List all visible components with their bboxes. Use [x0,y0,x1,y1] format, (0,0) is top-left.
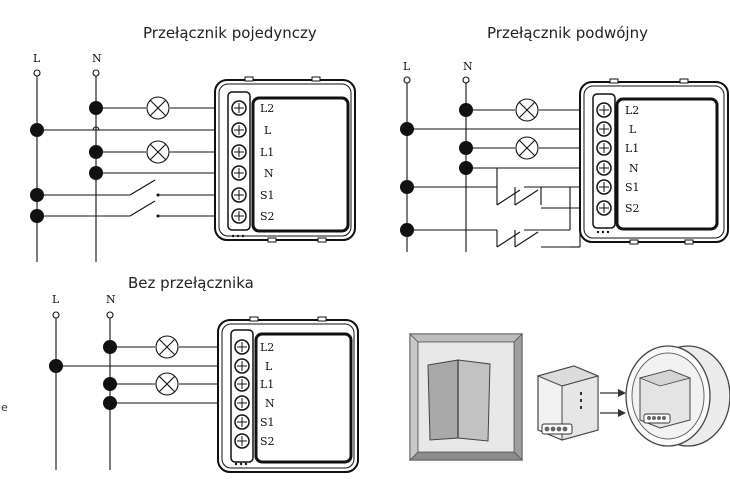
junction-dot [459,161,473,175]
switch-contact [129,200,156,217]
terminal-label: S1 [260,416,275,429]
junction-dot [459,103,473,117]
diagram-title-double-switch: Przełącznik podwójny [487,24,648,42]
junction-dot [400,180,414,194]
terminal-block [231,100,247,224]
junction-dot [400,122,414,136]
terminal-label: S1 [260,189,275,202]
lamp-icon [155,372,179,396]
line-label-n: N [92,52,102,65]
diagram-single-switch: L N [30,52,356,262]
junction-dot [49,359,63,373]
terminal-label: N [264,167,274,180]
terminal-label: L1 [260,378,274,391]
wall-box-icon [625,345,730,447]
terminal-label: L [264,124,272,137]
line-label-l: L [403,60,411,73]
terminal-ring [92,69,100,77]
terminal-ring [33,69,41,77]
terminal-block [596,102,612,216]
switch-contact [496,231,521,248]
terminal-label: N [629,162,639,175]
relay-module: L2 L L1 N S1 S2 [217,316,359,473]
diagram-double-switch: L N [400,60,729,252]
line-label-n: N [106,293,116,306]
junction-dot [103,377,117,391]
junction-dot [30,188,44,202]
terminal-label: S2 [260,210,275,223]
switch-contact [514,189,539,206]
junction-dot [459,141,473,155]
diagram-no-switch: L N [49,293,359,473]
diagram-title-no-switch: Bez przełącznika [128,274,254,292]
line-label-l: L [52,293,60,306]
terminal-label: L [265,360,273,373]
terminal-label: N [265,397,275,410]
switch-contact [129,179,156,196]
switch-contact [514,231,539,248]
junction-dot [400,223,414,237]
junction-dot [103,396,117,410]
installation-illustration [409,333,730,461]
lamp-icon [155,335,179,359]
terminal-label: L2 [260,102,274,115]
arrow-icon [600,389,626,397]
junction-dot [30,209,44,223]
relay-module: L2 L L1 N S1 S2 [214,76,356,243]
wire-crossing [92,126,100,131]
arrow-icon [600,409,626,417]
junction-dot [89,101,103,115]
wall-switch-icon [409,333,523,461]
lamp-icon [146,96,170,120]
terminal-ring [462,76,470,84]
terminal-label: S2 [260,435,275,448]
junction-dot [103,340,117,354]
switch-contact [496,189,521,206]
line-label-n: N [463,60,473,73]
terminal-label: L2 [260,341,274,354]
junction-dot [89,145,103,159]
lamp-icon [146,140,170,164]
terminal-label: L [629,123,637,136]
terminal-ring [403,76,411,84]
relay-module-icon [536,365,600,441]
line-label-l: L [33,52,41,65]
diagram-title-single-switch: Przełącznik pojedynczy [143,24,317,42]
lamp-icon [515,98,539,122]
edge-letter: e [1,401,8,414]
terminal-ring [52,311,60,319]
junction-dot [89,166,103,180]
terminal-ring [106,311,114,319]
terminal-block [234,339,250,449]
junction-dot [30,123,44,137]
terminal-label: L1 [625,142,639,155]
terminal-label: L1 [260,146,274,159]
terminal-label: L2 [625,104,639,117]
lamp-icon [515,136,539,160]
terminal-label: S2 [625,202,640,215]
relay-module: L2 L L1 N S1 S2 [579,78,729,245]
terminal-label: S1 [625,181,640,194]
